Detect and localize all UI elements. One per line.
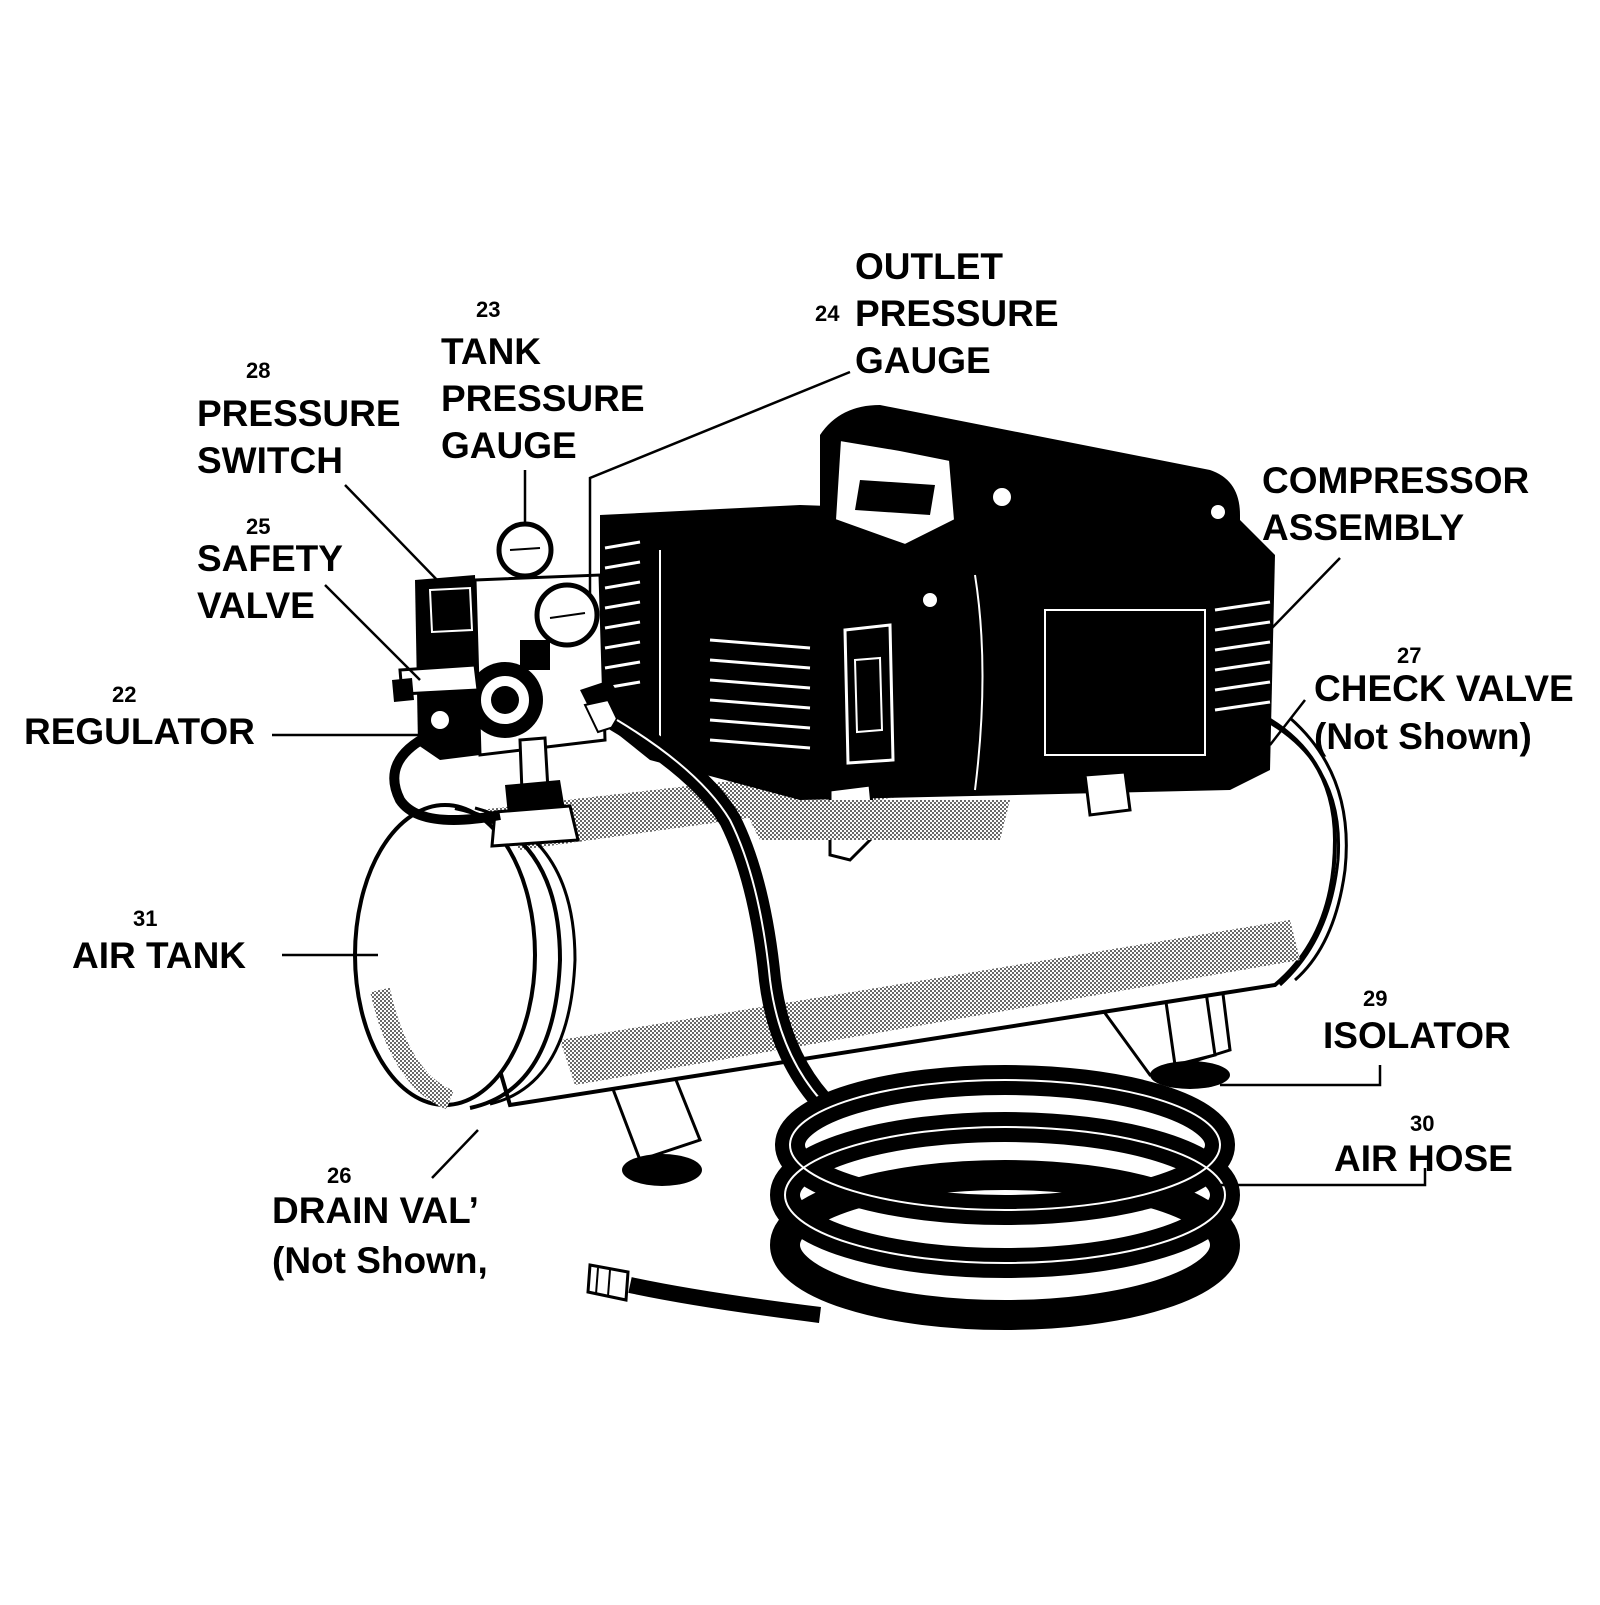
isolator-line-1: ISOLATOR	[1323, 1017, 1511, 1054]
check-valve-number: 27	[1397, 645, 1421, 667]
regulator-number: 22	[112, 684, 136, 706]
safety-valve-line-1: SAFETY	[197, 540, 343, 577]
pressure-switch-line-2: SWITCH	[197, 442, 343, 479]
tank-pressure-gauge-line-3: GAUGE	[441, 427, 577, 464]
tank-pressure-gauge-number: 23	[476, 299, 500, 321]
outlet-pressure-gauge-number: 24	[815, 303, 839, 325]
safety-valve-line-2: VALVE	[197, 587, 315, 624]
check-valve-line-2: (Not Shown)	[1314, 718, 1532, 755]
check-valve-line-1: CHECK VALVE	[1314, 670, 1574, 707]
isolator-number: 29	[1363, 988, 1387, 1010]
tank-pressure-gauge-line-2: PRESSURE	[441, 380, 645, 417]
compressor-assembly-line-2: ASSEMBLY	[1262, 509, 1464, 546]
air-tank-line-1: AIR TANK	[72, 937, 246, 974]
outlet-pressure-gauge-line-1: OUTLET	[855, 248, 1003, 285]
tank-pressure-gauge-line-1: TANK	[441, 333, 541, 370]
air-tank-number: 31	[133, 908, 157, 930]
safety-valve-number: 25	[246, 516, 270, 538]
drain-valve-line-2: (Not Shown,	[272, 1242, 488, 1279]
outlet-pressure-gauge-line-3: GAUGE	[855, 342, 991, 379]
drain-valve-number: 26	[327, 1165, 351, 1187]
drain-valve-line-1: DRAIN VAL’	[272, 1192, 479, 1229]
air-hose-number: 30	[1410, 1113, 1434, 1135]
pressure-switch-number: 28	[246, 360, 270, 382]
pressure-switch-line-1: PRESSURE	[197, 395, 401, 432]
outlet-pressure-gauge-line-2: PRESSURE	[855, 295, 1059, 332]
compressor-assembly-line-1: COMPRESSOR	[1262, 462, 1529, 499]
air-hose-line-1: AIR HOSE	[1334, 1140, 1513, 1177]
regulator-line-1: REGULATOR	[24, 713, 255, 750]
